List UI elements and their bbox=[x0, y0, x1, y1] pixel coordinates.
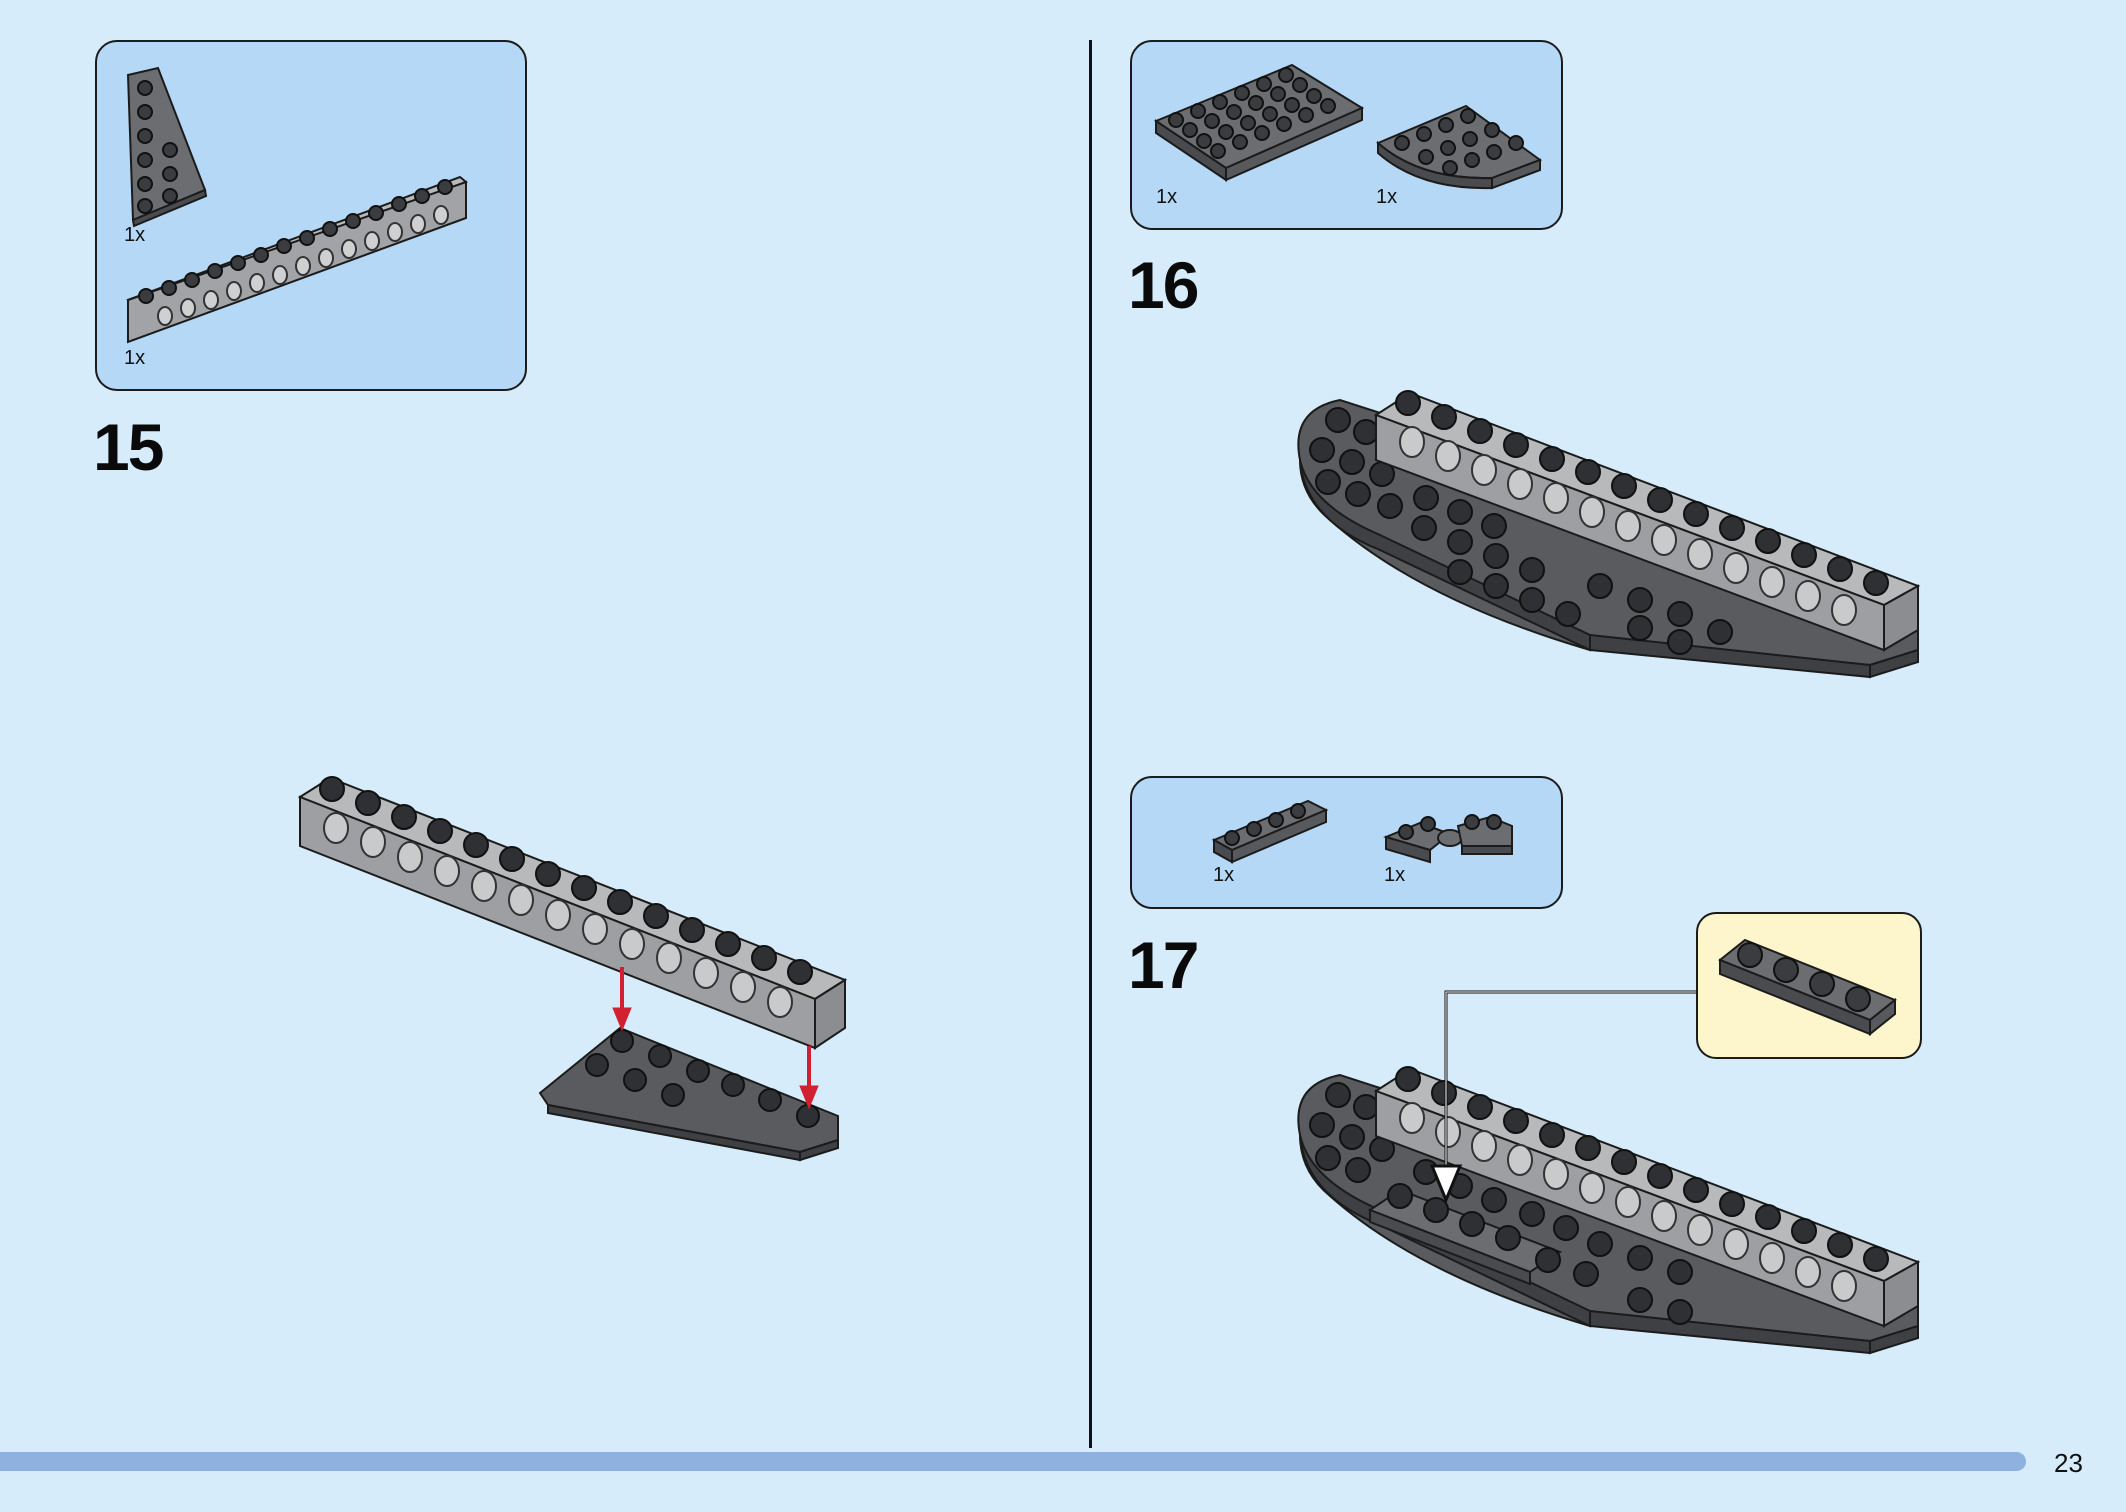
step-15-part-1-qty: 1x bbox=[124, 224, 146, 246]
step-16-number: 16 bbox=[1128, 248, 1199, 322]
page-number: 23 bbox=[2054, 1448, 2083, 1478]
step-17-part-2-qty: 1x bbox=[1384, 864, 1406, 886]
page-divider bbox=[1089, 40, 1092, 1448]
step-16-part-2-qty: 1x bbox=[1376, 186, 1398, 208]
progress-bar bbox=[0, 1452, 2026, 1471]
step-16-part-1-qty: 1x bbox=[1156, 186, 1178, 208]
step-17-number: 17 bbox=[1128, 928, 1199, 1002]
step-17-part-1-qty: 1x bbox=[1213, 864, 1235, 886]
step-15-part-2-qty: 1x bbox=[124, 347, 146, 369]
step-15-number: 15 bbox=[93, 410, 164, 484]
